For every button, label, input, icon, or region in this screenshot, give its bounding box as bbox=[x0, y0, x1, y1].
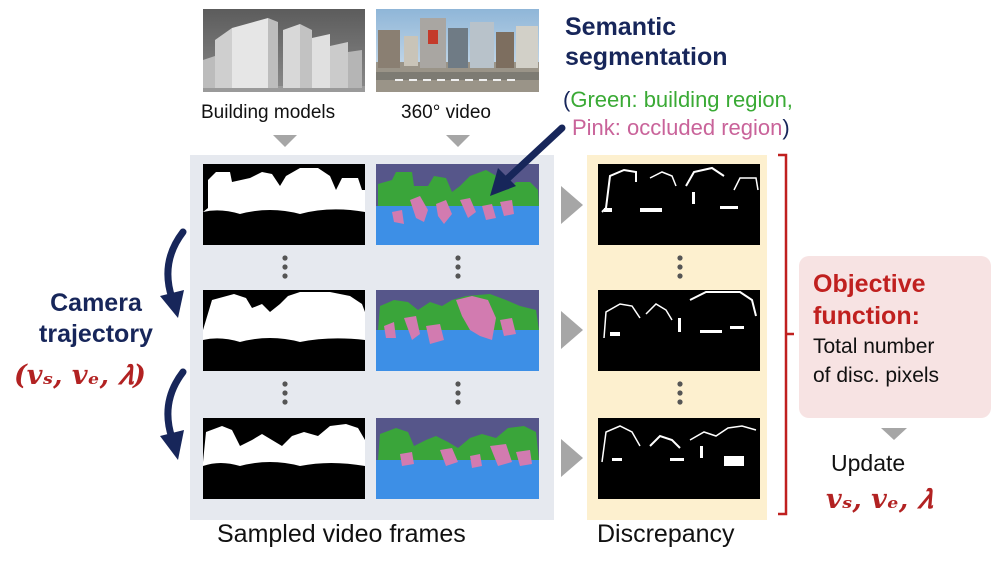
camera-trajectory-label: Camera trajectory bbox=[12, 288, 180, 350]
semantic-title-line2: segmentation bbox=[565, 43, 728, 71]
sampled-frames-label: Sampled video frames bbox=[217, 520, 466, 548]
down-arrow-icon bbox=[273, 135, 297, 147]
semantic-legend-line2: Pink: occluded region) bbox=[563, 114, 793, 142]
objective-title-line1: Objective bbox=[813, 270, 926, 298]
building-mask-frame bbox=[203, 290, 365, 371]
right-arrow-icon bbox=[561, 311, 583, 349]
legend-pink-text: Pink: occluded region bbox=[572, 115, 783, 140]
semantic-segmentation-title: Semantic segmentation bbox=[565, 12, 728, 72]
objective-box bbox=[799, 256, 991, 418]
right-arrow-icon bbox=[561, 439, 583, 477]
objective-title-line2: function: bbox=[813, 302, 920, 330]
video-360-image bbox=[376, 9, 539, 92]
semantic-title-line1: Semantic bbox=[565, 13, 677, 41]
discrepancy-frame bbox=[598, 290, 760, 371]
discrepancy-frame bbox=[598, 418, 760, 499]
down-arrow-icon bbox=[881, 428, 907, 440]
paren-close: ) bbox=[782, 115, 790, 140]
segmentation-frame bbox=[376, 290, 539, 371]
objective-bracket bbox=[778, 153, 788, 516]
objective-text: Objective function: Total number of disc… bbox=[813, 268, 939, 390]
camera-label-line2: trajectory bbox=[39, 320, 153, 348]
camera-params: (𝒗ₛ, 𝒗ₑ, 𝜆) bbox=[14, 360, 146, 391]
objective-body-line2: of disc. pixels bbox=[813, 364, 940, 387]
update-params: 𝒗ₛ, 𝒗ₑ, 𝜆 bbox=[826, 484, 933, 515]
camera-label-line1: Camera bbox=[50, 289, 142, 317]
building-mask-frame bbox=[203, 164, 365, 245]
objective-body-line1: Total number bbox=[813, 335, 935, 358]
building-mask-frame bbox=[203, 418, 365, 499]
paren-open: ( bbox=[563, 87, 571, 112]
semantic-legend: (Green: building region, Pink: occluded … bbox=[563, 86, 793, 142]
legend-green-text: Green: building region, bbox=[570, 87, 793, 112]
discrepancy-frame bbox=[598, 164, 760, 245]
discrepancy-label: Discrepancy bbox=[597, 520, 735, 548]
down-arrow-icon bbox=[446, 135, 470, 147]
building-models-image bbox=[203, 9, 365, 92]
trajectory-arrow-icon bbox=[160, 368, 187, 460]
building-models-label: Building models bbox=[201, 102, 336, 123]
pointer-arrow-icon bbox=[490, 124, 566, 196]
ellipsis-dots-icon bbox=[282, 255, 683, 405]
segmentation-frame bbox=[376, 418, 539, 499]
trajectory-arrow-icon bbox=[160, 228, 187, 318]
update-label: Update bbox=[831, 450, 906, 476]
semantic-legend-line1: (Green: building region, bbox=[563, 86, 793, 114]
right-arrow-icon bbox=[561, 186, 583, 224]
video-360-label: 360° video bbox=[401, 102, 491, 123]
